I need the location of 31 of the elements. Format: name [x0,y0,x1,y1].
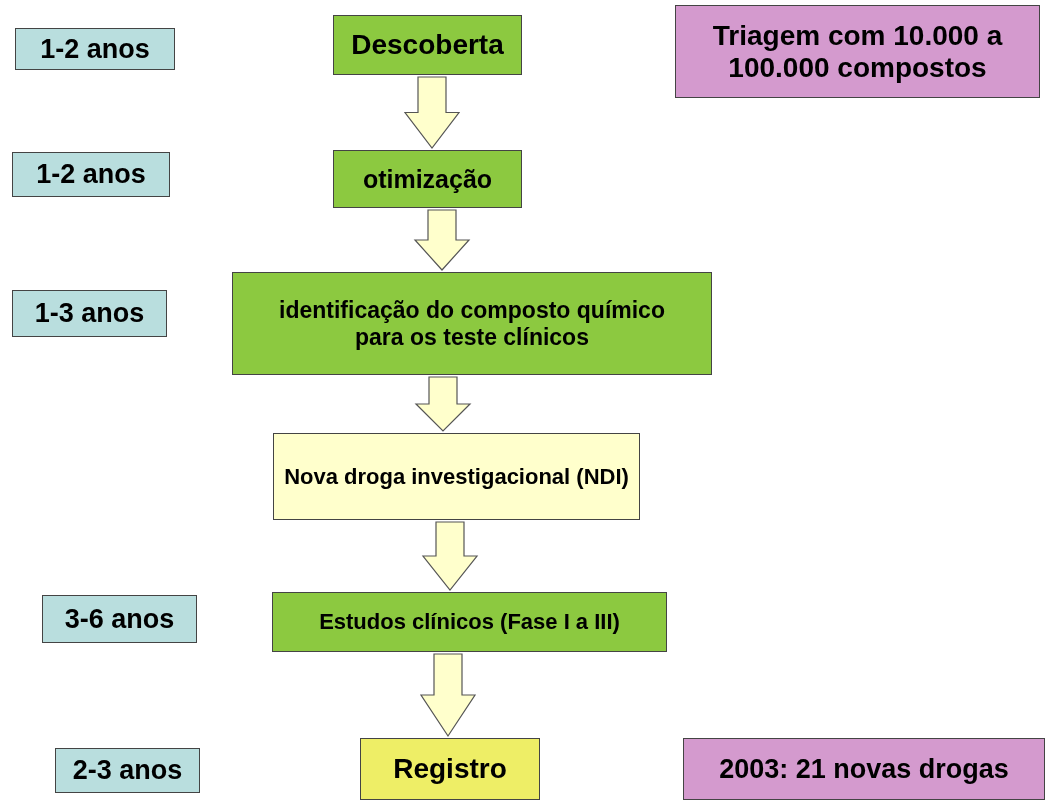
process-box [232,272,712,375]
node-label: 3-6 anos [64,603,175,635]
node-label: 2003: 21 novas drogas [719,753,1009,785]
block-arrow [403,76,461,149]
process-box [272,592,667,652]
process-box [333,150,522,208]
block-arrow [419,653,477,738]
node-label: 1-2 anos [36,159,146,190]
node-label: 1-2 anos [40,33,150,65]
node-label: 2-3 anos [72,755,183,786]
node-label: Triagem com 10.000 a 100.000 compostos [711,19,1004,84]
node-label: Registro [393,753,507,785]
note-box [683,738,1045,800]
note-box [675,5,1040,98]
node-label: otimização [362,164,493,194]
block-arrow [413,209,471,271]
block-arrow [414,376,472,432]
final-box [360,738,540,800]
duration-box [12,290,167,337]
duration-box [42,595,197,643]
node-label: 1-3 anos [34,298,145,329]
duration-box [15,28,175,70]
node-label: Estudos clínicos (Fase I a III) [319,609,620,635]
duration-box [12,152,170,197]
node-label: Descoberta [351,29,504,61]
node-label: Nova droga investigacional (NDI) [284,463,629,490]
block-arrow [421,521,479,591]
process-box [333,15,522,75]
duration-box [55,748,200,793]
milestone-box [273,433,640,520]
node-label: identificação do composto químico para os teste clínicos [278,296,666,351]
